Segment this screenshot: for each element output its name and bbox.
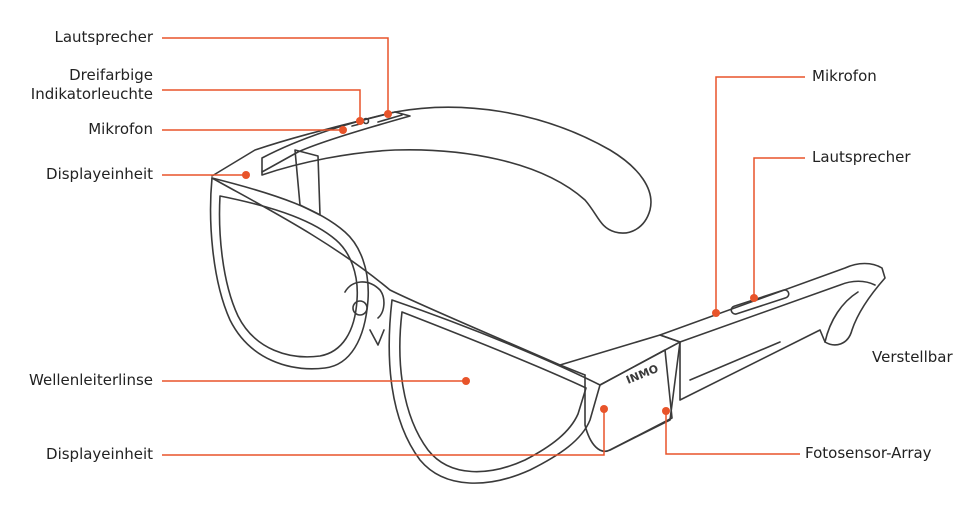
callout-line-left-speaker: [162, 38, 388, 113]
callout-line-photosensor: [666, 412, 800, 454]
dot-waveguide: [462, 377, 470, 385]
near-temple-arm: [660, 264, 885, 401]
label-left-speaker: Lautsprecher: [55, 28, 154, 46]
brand-logo: INMO: [624, 362, 660, 387]
indicator-led: [364, 119, 369, 124]
dot-display-top: [242, 171, 250, 179]
label-right-speaker: Lautsprecher: [812, 148, 911, 166]
label-display-bottom: Displayeinheit: [46, 445, 153, 463]
dot-right-speaker: [750, 294, 758, 302]
label-left-mic: Mikrofon: [88, 120, 153, 138]
dot-left-mic: [339, 126, 347, 134]
label-indicator-line1: Dreifarbige: [69, 66, 153, 84]
near-temple-inner: [680, 281, 875, 342]
callout-line-right-speaker: [754, 158, 805, 297]
front-face-right: [560, 335, 680, 385]
display-module: [600, 350, 672, 450]
dot-display-bottom: [600, 405, 608, 413]
dot-right-mic: [712, 309, 720, 317]
nose-sensor: [353, 301, 367, 315]
label-photosensor: Fotosensor-Array: [805, 444, 932, 462]
temple-tip: [825, 292, 858, 342]
label-display-top: Displayeinheit: [46, 165, 153, 183]
dot-indicator: [356, 117, 364, 125]
label-indicator-line2: Indikatorleuchte: [31, 85, 153, 103]
label-adjustable: Verstellbar: [872, 348, 953, 366]
label-right-mic: Mikrofon: [812, 67, 877, 85]
nose-pad: [370, 330, 384, 345]
near-speaker-grille: [730, 289, 790, 315]
callout-line-right-mic: [716, 77, 805, 312]
dot-photosensor: [662, 407, 670, 415]
temple-groove: [690, 342, 780, 380]
callout-line-indicator: [162, 90, 360, 118]
dot-left-speaker: [384, 110, 392, 118]
label-waveguide: Wellenleiterlinse: [29, 371, 153, 389]
callout-line-display-bottom: [162, 410, 604, 455]
